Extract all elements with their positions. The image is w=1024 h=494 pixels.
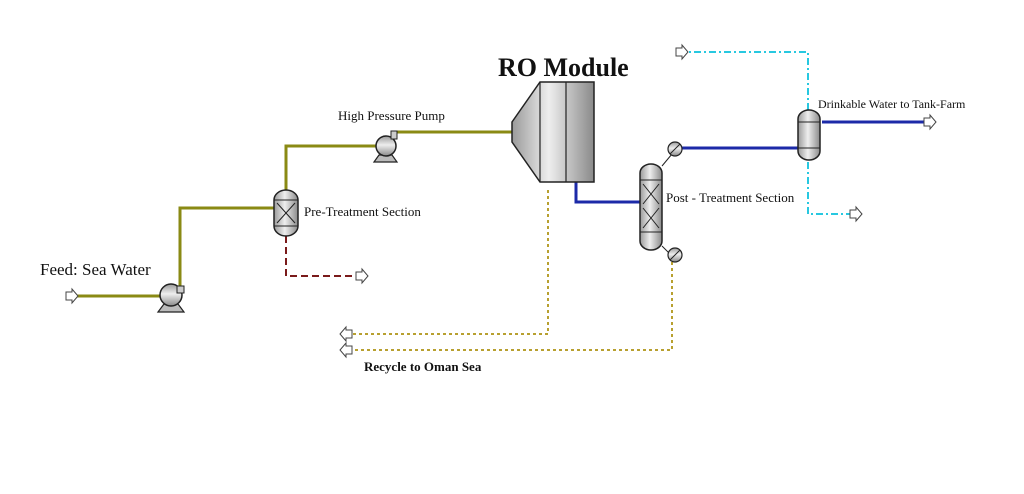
ro-module-title: RO Module xyxy=(498,53,629,82)
permeate-line xyxy=(574,182,640,204)
vent-top-arrow-icon xyxy=(675,43,689,61)
post-treatment-label: Post - Treatment Section xyxy=(666,190,795,205)
high-pressure-pump-icon xyxy=(372,130,399,163)
vent-top-line xyxy=(684,51,809,110)
vent-bottom-arrow-icon xyxy=(849,205,863,223)
ro-module-icon xyxy=(511,81,595,183)
brine-recycle-line xyxy=(350,190,549,335)
drinkable-water-label: Drinkable Water to Tank-Farm xyxy=(818,97,966,111)
feed-pump-icon xyxy=(156,283,186,313)
feed-inlet-arrow-icon xyxy=(65,287,79,305)
post-treatment-column-icon xyxy=(639,153,673,257)
recycle-label: Recycle to Oman Sea xyxy=(364,359,482,374)
waste-outlet-arrow-icon xyxy=(355,267,369,285)
high-pressure-pump-label: High Pressure Pump xyxy=(338,108,445,123)
recycle-arrow-1-icon xyxy=(339,325,353,343)
pre-treatment-vessel-icon xyxy=(273,189,299,237)
condenser-icon xyxy=(667,141,683,157)
reboiler-icon xyxy=(667,247,683,263)
pre-treatment-label: Pre-Treatment Section xyxy=(304,204,421,219)
pump-to-pretreatment-line xyxy=(178,206,274,294)
drinkable-outlet-arrow-icon xyxy=(923,113,937,131)
pretreatment-waste-line xyxy=(285,236,356,277)
pretreatment-to-hp-pump-line xyxy=(284,144,378,190)
storage-vessel-icon xyxy=(797,109,821,161)
vent-bottom-line xyxy=(807,162,850,215)
feed-label: Feed: Sea Water xyxy=(40,260,151,279)
recycle-arrow-2-icon xyxy=(339,341,353,359)
post-waste-recycle-line xyxy=(350,262,673,351)
